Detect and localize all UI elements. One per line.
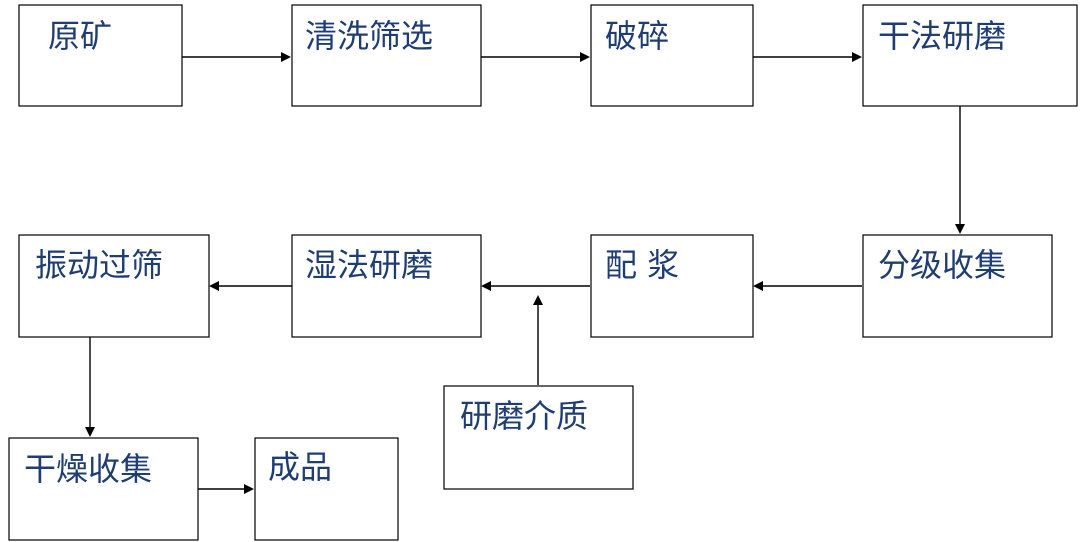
arrowhead-icon xyxy=(85,427,95,437)
arrowhead-icon xyxy=(244,484,254,494)
node-wet-grinding: 湿法研磨 xyxy=(291,234,482,338)
node-label: 清洗筛选 xyxy=(305,17,433,55)
node-label: 干法研磨 xyxy=(878,17,1006,55)
arrowhead-icon xyxy=(481,281,491,291)
arrowhead-icon xyxy=(281,52,291,62)
node-vibrating-screening: 振动过筛 xyxy=(18,234,210,338)
node-label: 配 浆 xyxy=(605,246,679,284)
node-label: 原矿 xyxy=(48,17,112,55)
arrowhead-icon xyxy=(533,295,543,305)
arrowhead-icon xyxy=(753,281,763,291)
node-label: 振动过筛 xyxy=(35,246,163,284)
node-washing-screening: 清洗筛选 xyxy=(291,4,482,107)
node-classification-collection: 分级收集 xyxy=(862,234,1053,338)
node-finished-product: 成品 xyxy=(254,437,399,541)
arrowhead-icon xyxy=(209,281,219,291)
node-label: 干燥收集 xyxy=(24,450,152,488)
arrowhead-icon xyxy=(955,224,965,234)
node-raw-ore: 原矿 xyxy=(18,4,183,107)
node-label: 分级收集 xyxy=(878,246,1006,284)
node-dry-grinding: 干法研磨 xyxy=(862,4,1078,107)
arrowhead-icon xyxy=(852,52,862,62)
node-label: 研磨介质 xyxy=(460,397,588,435)
node-label: 破碎 xyxy=(605,17,669,55)
flow-connectors xyxy=(85,52,965,494)
node-slurry-preparation: 配 浆 xyxy=(590,234,754,338)
node-label: 湿法研磨 xyxy=(305,246,433,284)
node-label: 成品 xyxy=(268,448,332,486)
node-grinding-media: 研磨介质 xyxy=(443,385,634,490)
arrowhead-icon xyxy=(580,52,590,62)
node-crushing: 破碎 xyxy=(590,4,754,107)
node-drying-collection: 干燥收集 xyxy=(8,437,199,541)
